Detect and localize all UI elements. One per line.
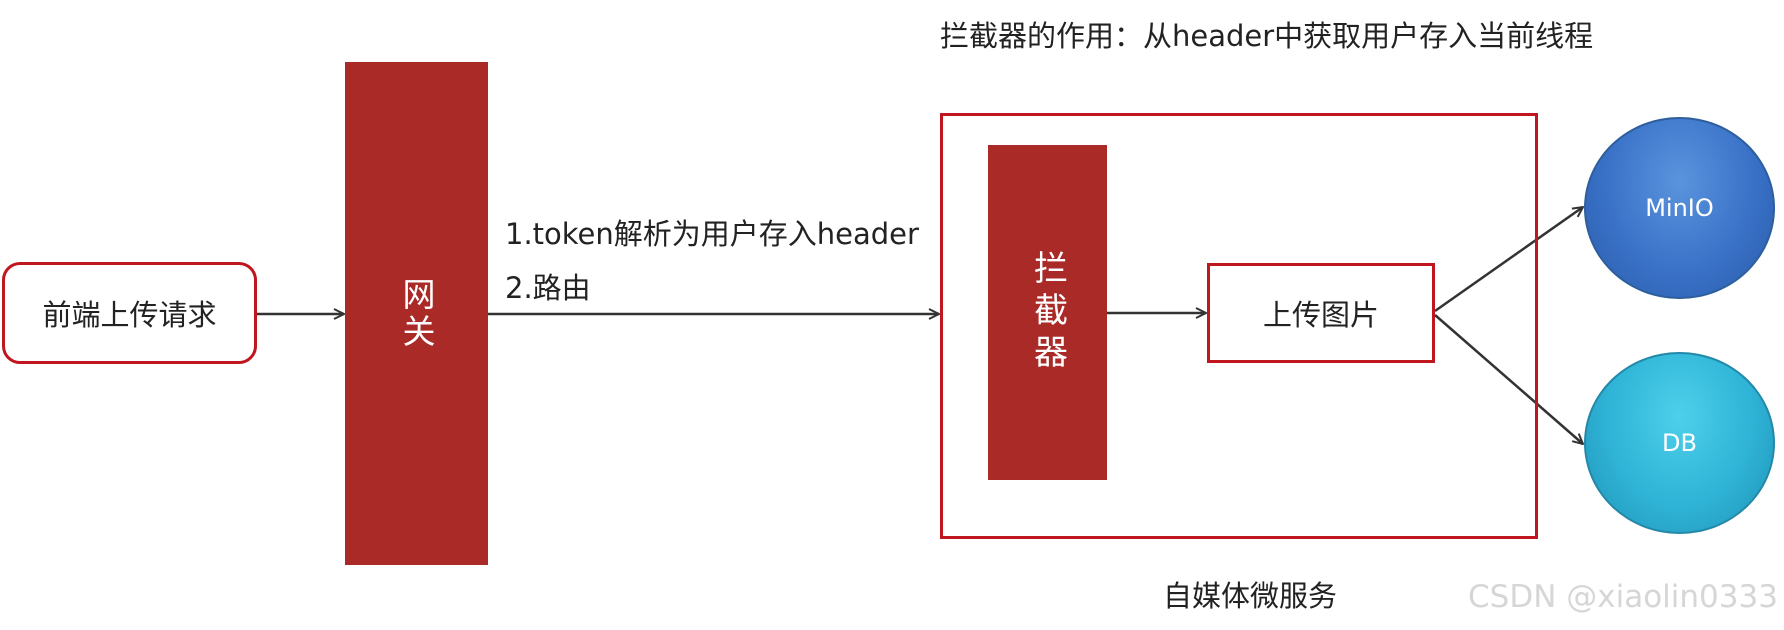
interceptor-node: 拦截器 bbox=[988, 145, 1107, 480]
gateway-label: 网关 bbox=[397, 276, 436, 351]
gateway-node: 网关 bbox=[345, 62, 488, 565]
upload-image-label: 上传图片 bbox=[1262, 298, 1379, 332]
minio-label: MinIO bbox=[1645, 194, 1714, 222]
frontend-request-node: 前端上传请求 bbox=[2, 262, 257, 364]
diagram-title: 拦截器的作用：从header中获取用户存入当前线程 bbox=[940, 19, 1594, 53]
db-node: DB bbox=[1584, 352, 1775, 534]
edge-label-token-parse: 1.token解析为用户存入header bbox=[505, 217, 919, 251]
media-microservice-frame bbox=[940, 113, 1538, 539]
frontend-request-label: 前端上传请求 bbox=[42, 298, 217, 332]
interceptor-label: 拦截器 bbox=[1027, 249, 1068, 376]
edge-label-routing: 2.路由 bbox=[505, 271, 591, 305]
microservice-caption: 自媒体微服务 bbox=[1163, 579, 1338, 613]
upload-image-node: 上传图片 bbox=[1207, 263, 1435, 363]
db-label: DB bbox=[1662, 429, 1697, 457]
minio-node: MinIO bbox=[1584, 117, 1775, 299]
watermark: CSDN @xiaolin0333 bbox=[1468, 579, 1778, 615]
